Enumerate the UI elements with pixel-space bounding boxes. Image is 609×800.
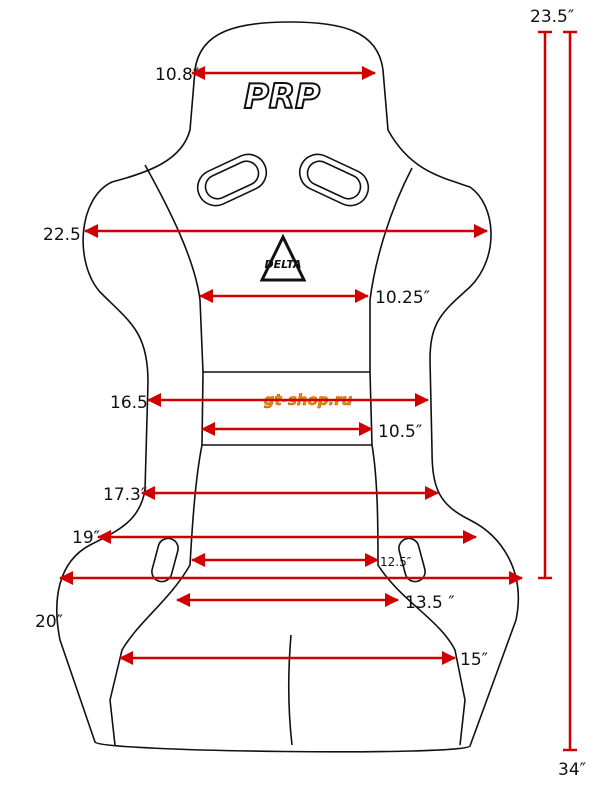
- delta-logo: DELTA: [259, 233, 307, 282]
- label-thigh-width: 15″: [460, 650, 488, 670]
- label-seat-inner: 12.5″: [380, 555, 412, 569]
- label-base-width: 20″: [35, 612, 63, 632]
- label-head-width: 10.8″: [155, 65, 199, 85]
- dimension-arrows: [59, 30, 577, 752]
- prp-logo: PRP: [244, 77, 320, 117]
- seat-center-split: [288, 634, 293, 746]
- lap-belt-slot-left: [151, 537, 179, 583]
- label-seat-front-inner: 13.5 ″: [405, 593, 455, 613]
- label-shoulder-width: 22.5: [43, 225, 81, 245]
- shoulder-harness-slot-left: [196, 153, 268, 207]
- label-total-height: 34″: [558, 760, 586, 780]
- label-hip-upper-width: 17.3″: [103, 485, 147, 505]
- seat-outline: [56, 21, 520, 753]
- label-lumbar-inner: 10.5″: [378, 422, 422, 442]
- label-waist-width: 16.5: [110, 393, 148, 413]
- shoulder-harness-slot-right: [298, 153, 370, 207]
- label-back-height: 23.5″: [530, 7, 574, 27]
- label-hip-width: 19″: [72, 528, 100, 548]
- label-upper-back-inner: 10.25″: [375, 288, 430, 308]
- svg-text:DELTA: DELTA: [265, 258, 302, 271]
